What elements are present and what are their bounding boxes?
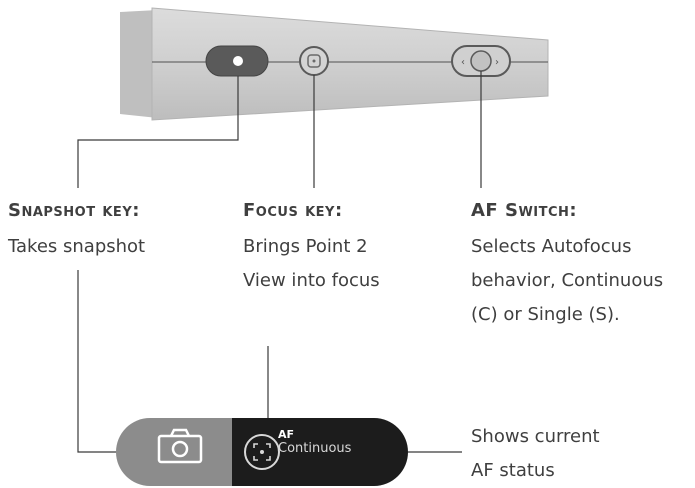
- af-switch-description-line-2: behavior, Continuous: [471, 270, 664, 291]
- snapshot-key-title: Snapshot key:: [8, 200, 140, 221]
- af-switch-description-line-1: Selects Autofocus: [471, 236, 632, 257]
- af-status-label: AF: [278, 428, 295, 441]
- status-description-line-1: Shows current: [471, 426, 600, 447]
- svg-text:›: ›: [495, 57, 499, 68]
- device-body: ‹ ›: [120, 7, 549, 121]
- af-switch-title: AF Switch:: [471, 200, 578, 221]
- focus-target-icon: [244, 434, 280, 470]
- status-description-line-2: AF status: [471, 460, 555, 481]
- snapshot-key-description: Takes snapshot: [8, 236, 146, 257]
- focus-key-title: Focus key:: [243, 200, 343, 221]
- svg-text:‹: ‹: [461, 57, 465, 68]
- focus-key-description-line-2: View into focus: [243, 270, 380, 291]
- camera-icon: [157, 428, 203, 464]
- focus-key-description-line-1: Brings Point 2: [243, 236, 368, 257]
- af-status-value: Continuous: [278, 441, 352, 456]
- snapshot-key[interactable]: [205, 45, 269, 77]
- af-switch-description-line-3: (C) or Single (S).: [471, 304, 620, 325]
